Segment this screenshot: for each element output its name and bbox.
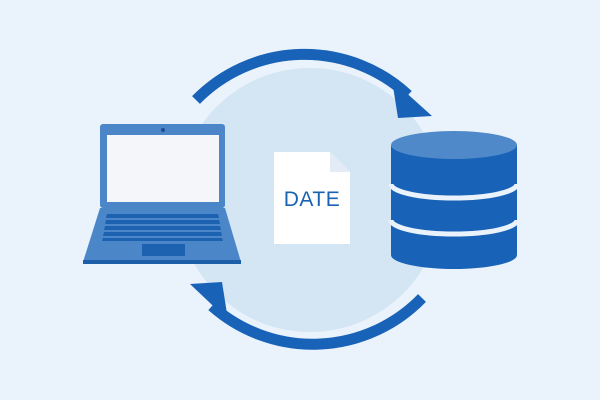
sync-arrow-top-icon: [192, 48, 432, 118]
database-icon: [388, 131, 520, 269]
laptop-icon: [83, 124, 241, 264]
sync-arrow-bottom-icon: [190, 282, 426, 350]
document-icon: DATE: [274, 152, 350, 244]
document-label: DATE: [284, 188, 340, 211]
